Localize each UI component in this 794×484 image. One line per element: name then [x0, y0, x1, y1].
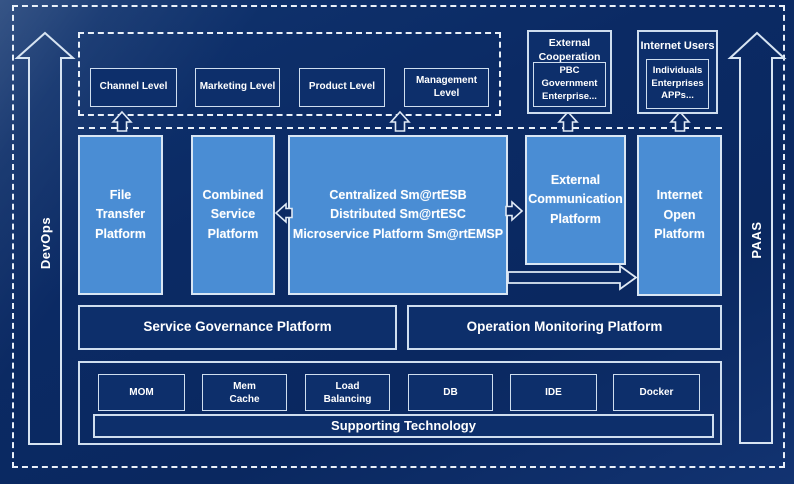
tech-label: Docker [639, 387, 674, 398]
level-box-marketing: Marketing Level [195, 68, 280, 107]
file-transfer-platform-box: File Transfer Platform [78, 135, 163, 295]
tech-box-mom: MOM [98, 374, 185, 411]
supporting-technology-label: Supporting Technology [331, 417, 476, 433]
tech-label: MOM [129, 387, 154, 398]
levels-dashed-frame [78, 32, 501, 116]
external-cooperation-item-label: PBC Government Enterprise... [541, 65, 598, 102]
supporting-technology-bar: Supporting Technology [93, 414, 714, 438]
internet-users-title: Internet Users [640, 40, 715, 52]
combined-service-platform-label: Combined Service Platform [202, 187, 264, 241]
service-governance-platform-box: Service Governance Platform [78, 305, 397, 350]
tech-label: DB [443, 387, 458, 398]
tech-label: IDE [545, 387, 562, 398]
tech-box-ide: IDE [510, 374, 597, 411]
level-label: Channel Level [99, 81, 168, 93]
level-box-channel: Channel Level [90, 68, 177, 107]
external-cooperation-title: External Cooperation [538, 37, 601, 64]
operation-monitoring-platform-label: Operation Monitoring Platform [466, 319, 663, 335]
file-transfer-platform-label: File Transfer Platform [95, 187, 146, 241]
tech-box-load-balancing: Load Balancing [305, 374, 390, 411]
supporting-band-container [78, 361, 722, 445]
level-label: Management Level [415, 75, 478, 99]
external-cooperation-item: PBC Government Enterprise... [533, 62, 606, 107]
level-box-product: Product Level [299, 68, 385, 107]
operation-monitoring-platform-box: Operation Monitoring Platform [407, 305, 722, 350]
devops-rail-label: DevOps [37, 216, 53, 270]
external-cooperation-group: External Cooperation PBC Government Ente… [527, 30, 612, 114]
paas-rail-label: PAAS [748, 221, 764, 259]
level-label: Marketing Level [199, 81, 276, 93]
internet-users-item: Individuals Enterprises APPs... [646, 59, 709, 109]
tech-box-db: DB [408, 374, 493, 411]
external-communication-platform-box: External Communication Platform [525, 135, 626, 265]
service-governance-platform-label: Service Governance Platform [143, 319, 332, 335]
tech-box-mem-cache: Mem Cache [202, 374, 287, 411]
level-box-management: Management Level [404, 68, 489, 107]
internet-open-platform-box: Internet Open Platform [637, 135, 722, 296]
internet-users-group: Internet Users Individuals Enterprises A… [637, 30, 718, 114]
tech-label: Load Balancing [323, 380, 372, 405]
combined-service-platform-box: Combined Service Platform [191, 135, 275, 295]
internet-users-item-label: Individuals Enterprises APPs... [651, 64, 704, 102]
tech-box-docker: Docker [613, 374, 700, 411]
external-communication-platform-label: External Communication Platform [528, 172, 623, 226]
esb-platform-label: Centralized Sm@rtESB Distributed Sm@rtES… [292, 187, 504, 241]
level-label: Product Level [308, 81, 376, 93]
esb-platform-box: Centralized Sm@rtESB Distributed Sm@rtES… [288, 135, 508, 295]
internet-open-platform-label: Internet Open Platform [654, 188, 705, 242]
tech-label: Mem Cache [229, 380, 260, 405]
